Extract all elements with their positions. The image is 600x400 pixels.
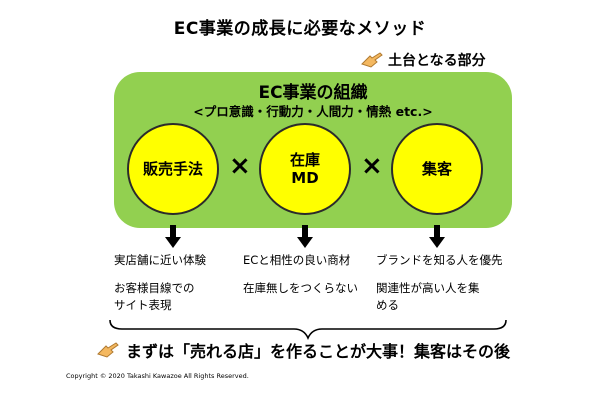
method-circle-sales: 販売手法: [127, 123, 219, 215]
multiply-sign: ×: [361, 151, 383, 181]
page-title: EC事業の成長に必要なメソッド: [173, 19, 427, 39]
list-item: 在庫無しをつくらない: [243, 281, 358, 295]
foundation-note: 土台となる部分: [360, 50, 486, 70]
list-item: ECと相性の良い商材: [243, 253, 351, 267]
list-item: ブランドを知る人を優先: [376, 253, 503, 267]
list-item: お客様目線での サイト表現: [114, 281, 195, 312]
foundation-label: 土台となる部分: [388, 53, 486, 69]
organization-subtitle: <プロ意識・行動力・人間力・情熱 etc.>: [193, 104, 433, 119]
down-arrow-icon: [297, 225, 313, 248]
list-item: 実店舗に近い体験: [114, 253, 206, 267]
curly-brace: [109, 319, 507, 340]
multiply-sign: ×: [229, 151, 251, 181]
pointing-hand-icon: [361, 52, 383, 68]
down-arrow-icon: [165, 225, 181, 248]
organization-title: EC事業の組織: [258, 83, 368, 103]
copyright-notice: Copyright © 2020 Takashi Kawazoe All Rig…: [66, 372, 249, 380]
down-arrow-icon: [429, 225, 445, 248]
method-circle-acquisition: 集客: [391, 123, 483, 215]
list-item: 関連性が高い人を集 める: [376, 281, 480, 312]
method-circle-inventory: 在庫 MD: [259, 123, 351, 215]
pointing-hand-icon: [97, 342, 119, 358]
conclusion-text: まずは「売れる店」を作ることが大事！集客はその後: [126, 342, 511, 361]
conclusion: まずは「売れる店」を作ることが大事！集客はその後: [96, 338, 510, 362]
